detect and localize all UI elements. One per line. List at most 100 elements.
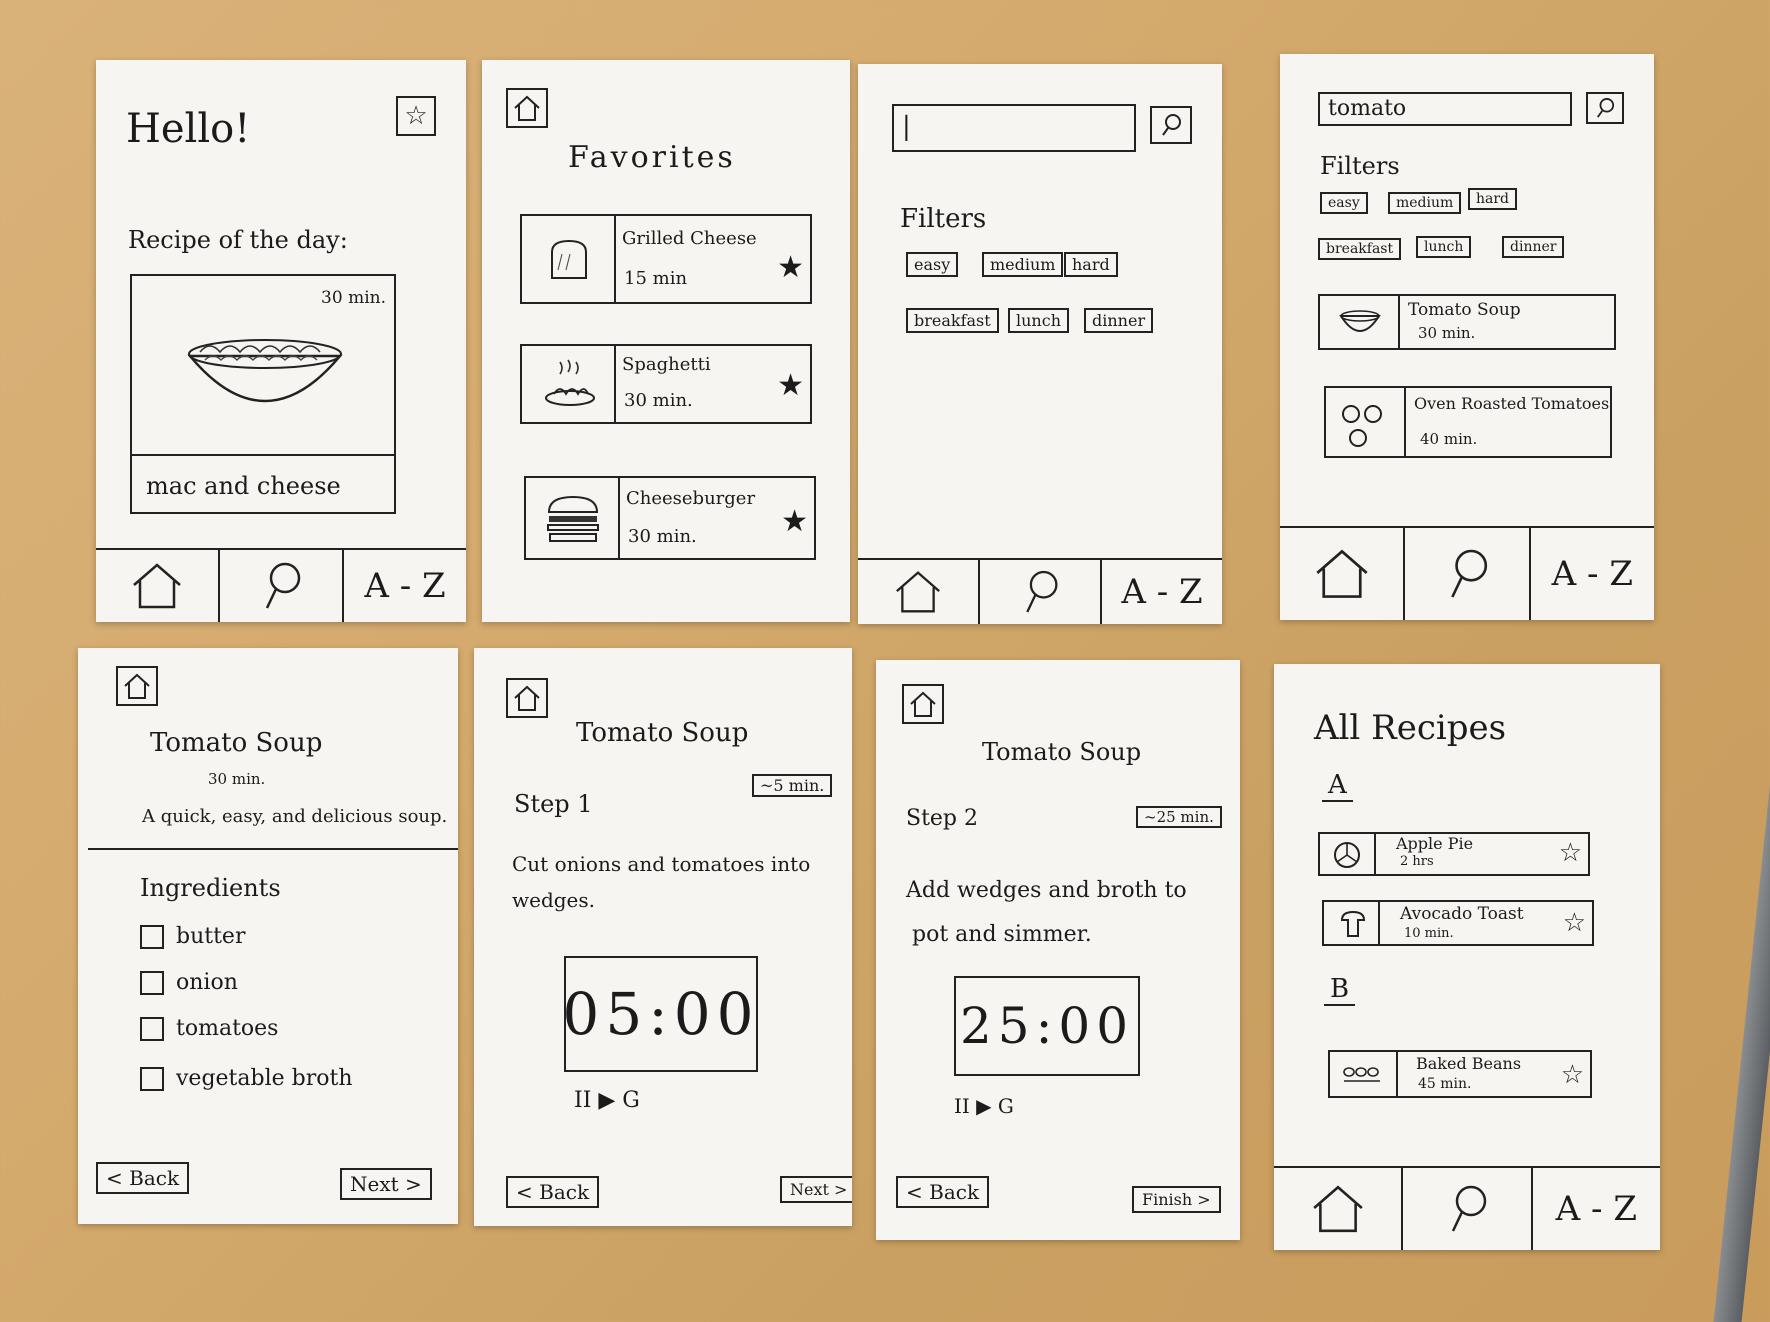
timer-controls[interactable]: II ▶ G xyxy=(574,1088,640,1113)
recipe-time: 45 min. xyxy=(1418,1076,1472,1092)
result-name: Tomato Soup xyxy=(1408,300,1521,320)
star-icon[interactable]: ★ xyxy=(781,504,808,539)
home-button[interactable] xyxy=(902,684,944,724)
filter-chip-hard[interactable]: hard xyxy=(1064,252,1118,277)
tab-home[interactable] xyxy=(1274,1168,1404,1250)
filter-chip-breakfast[interactable]: breakfast xyxy=(1318,238,1402,260)
back-button[interactable]: < Back xyxy=(96,1162,190,1194)
finish-button[interactable]: Finish > xyxy=(1132,1186,1221,1213)
favorite-item[interactable]: Cheeseburger 30 min. ★ xyxy=(524,476,816,560)
tab-home[interactable] xyxy=(96,550,220,622)
home-button[interactable] xyxy=(506,88,548,128)
recipe-time: 30 min. xyxy=(208,770,266,788)
favorite-item[interactable]: Grilled Cheese 15 min ★ xyxy=(520,214,812,304)
tab-search[interactable] xyxy=(1403,1168,1533,1250)
tab-search[interactable] xyxy=(220,550,344,622)
favorite-time: 30 min. xyxy=(628,526,697,547)
back-button[interactable]: < Back xyxy=(506,1176,600,1208)
star-icon[interactable]: ☆ xyxy=(1560,1060,1584,1090)
beans-icon xyxy=(1343,1067,1380,1082)
back-button[interactable]: < Back xyxy=(896,1176,990,1208)
favorites-screen-card: Favorites Grilled Cheese 15 min ★ Spaghe… xyxy=(482,60,850,622)
search-button[interactable] xyxy=(1586,92,1624,124)
search-icon xyxy=(1162,114,1181,136)
recipe-of-day-label: Recipe of the day: xyxy=(128,226,348,254)
tab-az[interactable]: A - Z xyxy=(364,566,446,606)
home-icon xyxy=(1316,549,1368,598)
search-button[interactable] xyxy=(1150,106,1192,144)
home-icon xyxy=(124,673,150,699)
star-icon[interactable]: ★ xyxy=(777,250,804,285)
favorite-name: Grilled Cheese xyxy=(622,228,757,249)
checkbox[interactable] xyxy=(140,971,164,995)
filter-chip-medium[interactable]: medium xyxy=(1388,192,1462,214)
search-screen-card: | Filters easy medium hard breakfast lun… xyxy=(858,64,1222,624)
greeting-heading: Hello! xyxy=(126,106,251,152)
filter-chip-easy[interactable]: easy xyxy=(906,252,959,277)
page-title: Favorites xyxy=(568,140,736,175)
favorite-item[interactable]: Spaghetti 30 min. ★ xyxy=(520,344,812,424)
home-icon xyxy=(896,571,940,613)
recipe-of-day-card[interactable]: 30 min. mac and cheese xyxy=(130,274,396,514)
filters-label: Filters xyxy=(1320,152,1400,180)
page-title: All Recipes xyxy=(1314,708,1507,748)
tab-bar: A - Z xyxy=(1274,1166,1660,1250)
star-icon[interactable]: ★ xyxy=(777,368,804,403)
search-icon xyxy=(1451,549,1488,598)
recipe-list-item[interactable]: Avocado Toast 10 min. ☆ xyxy=(1322,900,1594,946)
home-button[interactable] xyxy=(506,678,548,718)
tab-bar: A - Z xyxy=(858,558,1222,624)
recipe-detail-screen-card: Tomato Soup 30 min. A quick, easy, and d… xyxy=(78,648,458,1224)
checkbox[interactable] xyxy=(140,1017,164,1041)
result-item[interactable]: Tomato Soup 30 min. xyxy=(1318,294,1616,350)
step-instruction: wedges. xyxy=(512,888,596,912)
ingredient-item[interactable]: onion xyxy=(140,970,238,995)
tab-search[interactable] xyxy=(980,560,1102,624)
filter-chip-dinner[interactable]: dinner xyxy=(1084,308,1154,333)
ingredient-item[interactable]: butter xyxy=(140,924,245,949)
search-input[interactable]: tomato xyxy=(1318,92,1572,126)
tab-home[interactable] xyxy=(1280,528,1406,620)
filter-chip-medium[interactable]: medium xyxy=(982,252,1064,277)
tab-az[interactable]: A - Z xyxy=(1551,554,1633,594)
step-label: Step 2 xyxy=(906,806,979,831)
countdown-timer: 05:00 xyxy=(562,956,758,1072)
result-time: 40 min. xyxy=(1420,430,1478,448)
recipe-list-item[interactable]: Baked Beans 45 min. ☆ xyxy=(1328,1050,1592,1098)
favorites-star-button[interactable]: ☆ xyxy=(396,96,436,136)
ingredient-item[interactable]: tomatoes xyxy=(140,1016,278,1041)
filter-chip-hard[interactable]: hard xyxy=(1468,188,1518,210)
recipe-name: Baked Beans xyxy=(1416,1054,1522,1073)
countdown-timer: 25:00 xyxy=(954,976,1140,1076)
search-results-screen-card: tomato Filters easy medium hard breakfas… xyxy=(1280,54,1654,620)
checkbox[interactable] xyxy=(140,925,164,949)
spaghetti-icon xyxy=(545,359,595,406)
recipe-name: mac and cheese xyxy=(146,472,341,500)
filter-chip-lunch[interactable]: lunch xyxy=(1008,308,1069,333)
checkbox[interactable] xyxy=(140,1067,164,1091)
home-icon xyxy=(514,95,540,121)
timer-controls[interactable]: II ▶ G xyxy=(954,1094,1014,1118)
home-button[interactable] xyxy=(116,666,158,706)
tab-home[interactable] xyxy=(858,560,980,624)
search-input[interactable]: | xyxy=(892,104,1136,152)
recipe-title: Tomato Soup xyxy=(982,738,1142,766)
filter-chip-lunch[interactable]: lunch xyxy=(1416,236,1472,258)
filter-chip-breakfast[interactable]: breakfast xyxy=(906,308,999,333)
star-icon[interactable]: ☆ xyxy=(1558,838,1582,868)
step-instruction: pot and simmer. xyxy=(912,922,1092,947)
result-item[interactable]: Oven Roasted Tomatoes 40 min. xyxy=(1324,386,1612,458)
recipe-list-item[interactable]: Apple Pie 2 hrs ☆ xyxy=(1318,832,1590,876)
star-icon[interactable]: ☆ xyxy=(1562,908,1586,938)
tab-az[interactable]: A - Z xyxy=(1121,572,1203,612)
next-button[interactable]: Next > xyxy=(780,1176,852,1203)
toast-icon xyxy=(551,239,587,279)
next-button[interactable]: Next > xyxy=(340,1168,432,1200)
home-icon xyxy=(910,691,936,717)
tab-search[interactable] xyxy=(1405,528,1531,620)
filter-chip-easy[interactable]: easy xyxy=(1320,192,1368,214)
recipe-time: 2 hrs xyxy=(1400,854,1434,869)
ingredient-item[interactable]: vegetable broth xyxy=(140,1066,353,1091)
filter-chip-dinner[interactable]: dinner xyxy=(1502,236,1565,258)
tab-az[interactable]: A - Z xyxy=(1555,1189,1637,1229)
